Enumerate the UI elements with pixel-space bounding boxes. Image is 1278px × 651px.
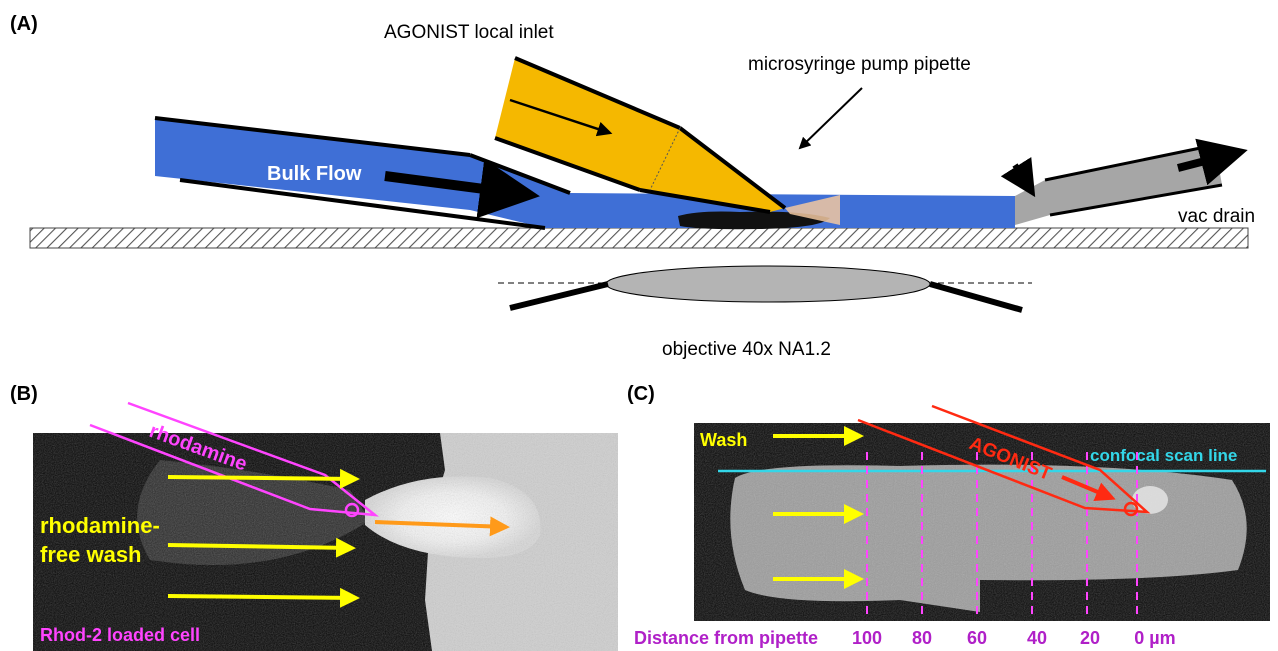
pipette-flow-arrow [509, 98, 613, 137]
pump-pipette-pointer [798, 87, 863, 150]
objective-lens [605, 265, 931, 303]
agonist-pipette [495, 58, 785, 212]
objective-arm-right [929, 281, 1023, 313]
pipette-seam [649, 127, 681, 191]
panel-a: (A) Bulk Flow AGONIST local inlet micros… [10, 13, 1255, 360]
pipette-wall-top [514, 56, 681, 130]
distance-tick-100: 100 [852, 628, 882, 648]
drain-wall-bottom [1049, 183, 1223, 217]
agonist-inlet-label: AGONIST local inlet [384, 22, 554, 43]
agonist-pipette-c [857, 404, 1151, 514]
drain-exit-arrow [1177, 138, 1248, 186]
rhodamine-pipette [89, 401, 380, 517]
coverslip [29, 227, 1249, 249]
pipette-wall-tip [678, 126, 787, 210]
vac-drain-label: vac drain [1178, 206, 1255, 227]
rhodamine-tip [344, 502, 360, 518]
panel-b-label: (B) [10, 383, 38, 405]
bulk-flow-label: Bulk Flow [267, 163, 362, 185]
agonist-flow-arrow [1061, 475, 1116, 502]
panel-a-label: (A) [10, 13, 38, 35]
objective-arm-left [509, 281, 609, 311]
image-c-noise [694, 423, 1270, 621]
wash-arrow-bottom [167, 587, 360, 608]
panel-b: (B) rhodamine rhodamine- free wash Rhod-… [10, 383, 618, 651]
distance-tick-40: 40 [1027, 628, 1047, 648]
distance-tick-0: 0 µm [1134, 628, 1175, 648]
panel-c: (C) confocal scan line AGONIST Wash Dist… [627, 383, 1270, 648]
panel-c-label: (C) [627, 383, 655, 405]
rhodamine-flow-arrow [374, 516, 510, 537]
pipette-wall-bottom-2 [639, 188, 771, 214]
pipette-wall-bottom [494, 136, 641, 192]
objective-label: objective 40x NA1.2 [662, 339, 831, 360]
cell-label: Rhod-2 loaded cell [40, 625, 200, 645]
wash-label-line2: free wash [40, 542, 142, 567]
drain-entry-arrow [1000, 157, 1036, 198]
pump-pipette-label: microsyringe pump pipette [748, 54, 971, 75]
distance-tick-60: 60 [967, 628, 987, 648]
cell [678, 211, 830, 230]
wash-arrow-mid [167, 537, 356, 558]
drain-wall-top [1044, 143, 1216, 182]
distance-tick-80: 80 [912, 628, 932, 648]
bulk-flow-arrow [384, 158, 540, 219]
wash-arrow-top [167, 468, 360, 489]
bulk-flow-channel [155, 118, 1015, 228]
image-b-noise [33, 433, 618, 651]
channel-upper-wall [154, 116, 471, 157]
agonist-plume [785, 195, 840, 225]
vac-drain [1015, 145, 1222, 225]
distance-axis-label: Distance from pipette [634, 628, 818, 648]
channel-lower-wall [179, 178, 546, 230]
wash-label-c: Wash [700, 430, 747, 450]
distance-markers [866, 452, 1138, 620]
agonist-tip-c [1123, 501, 1139, 517]
distance-tick-20: 20 [1080, 628, 1100, 648]
scan-line-label: confocal scan line [1090, 446, 1237, 465]
wash-label-line1: rhodamine- [40, 513, 160, 538]
